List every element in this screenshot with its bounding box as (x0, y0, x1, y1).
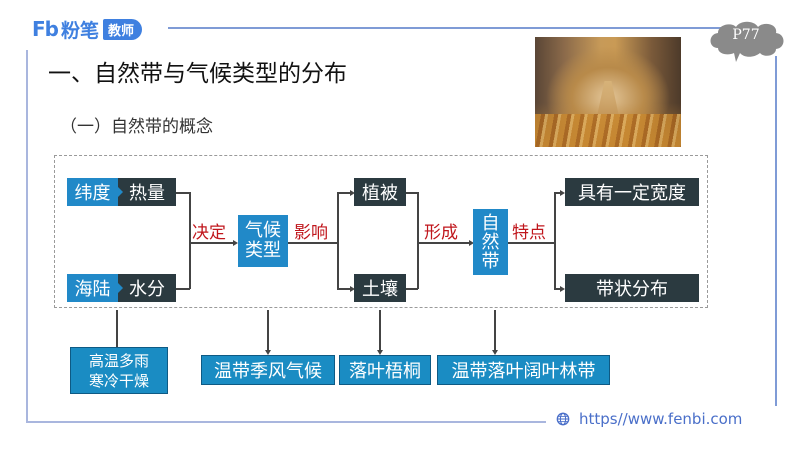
example-climate-type: 温带季风气候 (201, 355, 335, 385)
connector (189, 242, 235, 244)
climate-type-line2: 类型 (245, 240, 281, 261)
factor-moisture-label: 水分 (129, 279, 165, 300)
example-vegetation: 落叶梧桐 (339, 355, 431, 385)
connector (406, 288, 418, 290)
arrow-down-icon (377, 350, 383, 355)
connector (554, 192, 556, 289)
arrow-right-icon (560, 190, 565, 196)
example-natural-zone: 温带落叶阔叶林带 (437, 355, 610, 385)
frame-left-line (26, 50, 28, 422)
fenbi-logo: Fb 粉笔 教师 (32, 17, 143, 42)
arrow-right-icon (469, 240, 474, 246)
autumn-avenue-photo (535, 37, 681, 147)
connector (417, 242, 471, 244)
climate-condition-line: 寒冷干燥 (88, 371, 149, 390)
footer-website: https//www.fenbi.com (556, 410, 742, 428)
climate-type-line1: 气候 (245, 220, 281, 241)
connector (379, 310, 381, 352)
feature-banded-distribution: 带状分布 (565, 274, 699, 302)
cloud-icon (710, 21, 784, 62)
natural-zone-char: 然 (481, 231, 500, 253)
factor-land-sea: 海陆 (67, 274, 118, 302)
connector (494, 310, 496, 352)
relation-form: 形成 (424, 223, 458, 243)
page-tag: P77 (732, 27, 760, 43)
element-soil: 土壤 (354, 274, 406, 302)
footer-url-text: https//www.fenbi.com (579, 410, 743, 428)
natural-zone-box: 自 然 带 (473, 209, 508, 275)
example-climate-conditions: 高温多雨 寒冷干燥 (70, 347, 168, 394)
connector (337, 288, 351, 290)
factor-heat-label: 热量 (129, 183, 165, 204)
photo-fallen-leaves (535, 114, 681, 147)
connector (406, 192, 418, 194)
feature-width: 具有一定宽度 (565, 178, 699, 206)
factor-moisture: 水分 (118, 274, 176, 302)
climate-condition-line: 高温多雨 (88, 351, 149, 370)
factor-heat: 热量 (118, 178, 176, 206)
frame-bottom-line (26, 421, 546, 423)
frame-top-line (168, 27, 740, 29)
page-tag-cloud: P77 (706, 18, 786, 64)
connector (116, 310, 118, 348)
arrow-right-icon (560, 286, 565, 292)
chevron-right-icon (118, 187, 123, 197)
concept-diagram-frame (54, 155, 708, 308)
connector (554, 192, 562, 194)
connector (508, 242, 555, 244)
connector (554, 288, 562, 290)
natural-zone-char: 自 (481, 212, 500, 234)
relation-determine: 决定 (192, 223, 226, 243)
factor-latitude: 纬度 (67, 178, 118, 206)
relation-influence: 影响 (294, 223, 328, 243)
logo-name: 粉笔 (60, 19, 99, 42)
chevron-right-icon (118, 283, 123, 293)
arrow-down-icon (492, 350, 498, 355)
natural-zone-char: 带 (481, 250, 500, 272)
logo-mark: Fb (32, 17, 59, 41)
arrow-right-icon (233, 240, 238, 246)
connector (267, 310, 269, 352)
logo-badge: 教师 (103, 18, 143, 40)
arrow-right-icon (350, 286, 355, 292)
arrow-right-icon (350, 190, 355, 196)
arrow-down-icon (265, 350, 271, 355)
climate-type-box: 气候 类型 (238, 215, 288, 267)
element-vegetation: 植被 (354, 178, 406, 206)
connector (288, 242, 338, 244)
connector (417, 192, 419, 289)
page-title: 一、自然带与气候类型的分布 (48, 61, 347, 87)
connector (189, 192, 191, 289)
connector (337, 192, 339, 289)
connector (176, 288, 190, 290)
frame-right-line (775, 56, 777, 406)
connector (176, 192, 190, 194)
section-subtitle: （一）自然带的概念 (60, 117, 213, 137)
relation-feature: 特点 (512, 223, 546, 243)
connector (337, 192, 351, 194)
globe-icon (556, 412, 570, 426)
